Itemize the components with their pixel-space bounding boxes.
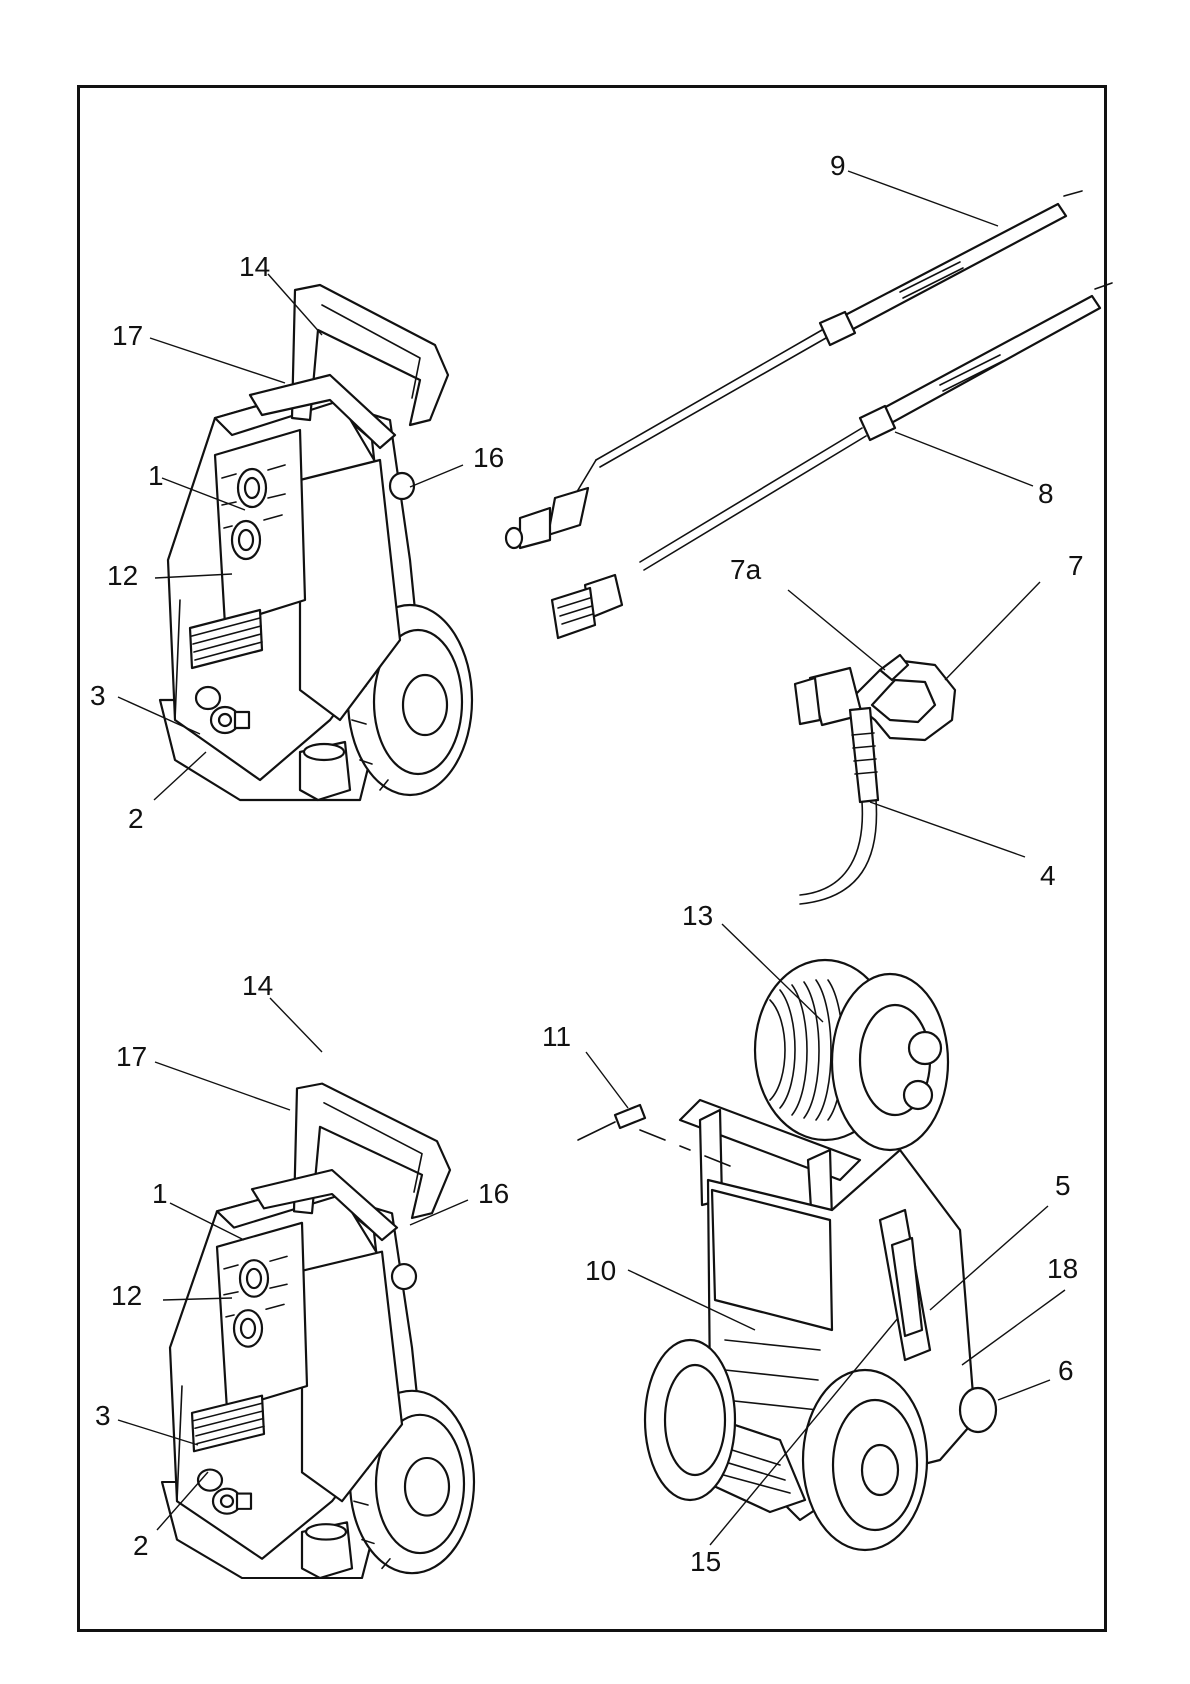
callout-10: 10 <box>585 1257 616 1285</box>
callout-13: 13 <box>682 902 713 930</box>
callout-14-top: 14 <box>239 253 270 281</box>
callout-17-bottom: 17 <box>116 1043 147 1071</box>
callout-5: 5 <box>1055 1172 1071 1200</box>
pressure-washer-front-bottom <box>162 1084 474 1578</box>
callout-1-bottom: 1 <box>152 1180 168 1208</box>
callout-4: 4 <box>1040 862 1056 890</box>
pressure-washer-front-top <box>160 285 472 800</box>
callout-11: 11 <box>542 1023 571 1051</box>
callout-2-top: 2 <box>128 805 144 833</box>
callout-6: 6 <box>1058 1357 1074 1385</box>
callout-7: 7 <box>1068 552 1084 580</box>
callout-1-top: 1 <box>148 462 164 490</box>
callout-16-bottom: 16 <box>478 1180 509 1208</box>
callout-7a: 7a <box>730 556 761 584</box>
spray-gun-7 <box>788 582 1040 904</box>
callout-9: 9 <box>830 152 846 180</box>
callout-15: 15 <box>690 1548 721 1576</box>
callout-14-bottom: 14 <box>242 972 273 1000</box>
callout-12-top: 12 <box>107 562 138 590</box>
callout-18: 18 <box>1047 1255 1078 1283</box>
callout-3-top: 3 <box>90 682 106 710</box>
callout-2-bottom: 2 <box>133 1532 149 1560</box>
callout-3-bottom: 3 <box>95 1402 111 1430</box>
callout-16-top: 16 <box>473 444 504 472</box>
callout-17-top: 17 <box>112 322 143 350</box>
callout-12-bottom: 12 <box>111 1282 142 1310</box>
pressure-washer-hose-reel <box>578 960 996 1550</box>
callout-8: 8 <box>1038 480 1054 508</box>
